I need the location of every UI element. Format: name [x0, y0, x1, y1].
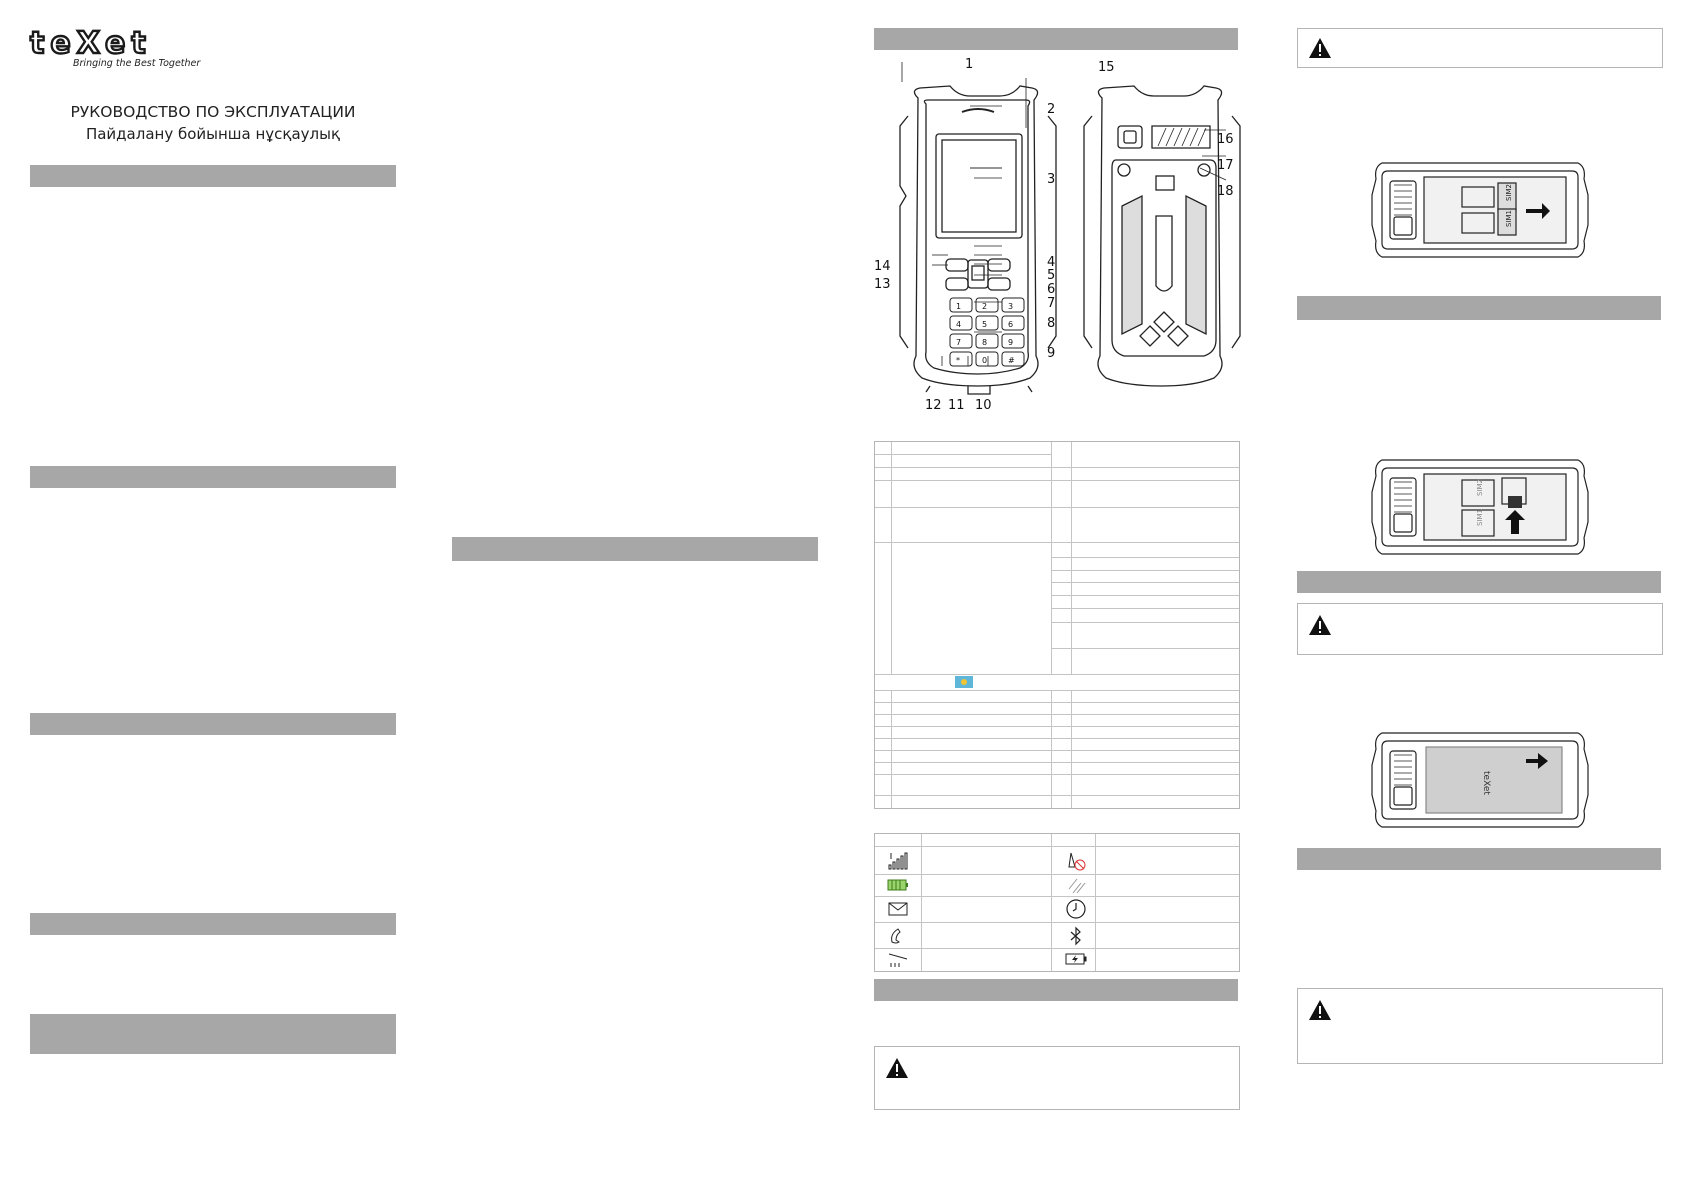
section-bar-11: [1297, 848, 1661, 870]
battery-brand-label: teXet: [1481, 771, 1491, 795]
document-title-kz: Пайдалану бойынша нұсқаулық: [85, 125, 341, 143]
alarm-clock-icon: [1066, 899, 1086, 919]
callout-2: 2: [1047, 102, 1056, 117]
section-bar-7: [874, 28, 1238, 50]
insert-arrow-icon: [1526, 753, 1548, 769]
warning-triangle-icon: [1309, 1000, 1331, 1020]
phone-front: [899, 85, 1057, 395]
no-sound-icon: [1068, 878, 1086, 894]
svg-text:0: 0: [982, 356, 987, 365]
svg-text:#: #: [1008, 356, 1015, 365]
callout-1: 1: [965, 57, 974, 72]
section-bar-5: [30, 1014, 396, 1054]
bluetooth-icon: [1070, 926, 1081, 946]
svg-text:3: 3: [1008, 302, 1013, 311]
battery-icon: [887, 879, 908, 891]
warning-box-4: [1297, 988, 1663, 1064]
memory-card-figure: SIM2 SIM1: [1371, 459, 1589, 555]
texet-logo: teXet: [29, 25, 152, 62]
warning-triangle-icon: [1309, 615, 1331, 635]
callout-12: 12: [925, 398, 942, 413]
callout-7: 7: [1047, 296, 1056, 311]
callout-5: 5: [1047, 268, 1056, 283]
battery-cover-figure: teXet: [1371, 732, 1589, 828]
section-bar-10: [1297, 571, 1661, 593]
sim1-label: SIM1: [1505, 210, 1513, 227]
callout-11: 11: [948, 398, 965, 413]
document-title-ru: РУКОВОДСТВО ПО ЭКСПЛУАТАЦИИ: [70, 103, 356, 121]
sim2-label: SIM2: [1476, 479, 1484, 496]
section-bar-9: [1297, 296, 1661, 320]
svg-text:1: 1: [956, 302, 961, 311]
section-bar-4: [30, 913, 396, 935]
callout-14: 14: [874, 259, 891, 274]
svg-text:*: *: [956, 356, 960, 365]
section-bar-3: [30, 713, 396, 735]
svg-text:9: 9: [1008, 338, 1013, 347]
warning-box-1: [874, 1046, 1240, 1110]
missed-call-icon: [891, 928, 901, 944]
sms-envelope-icon: [888, 902, 908, 916]
svg-text:2: 2: [982, 302, 987, 311]
status-icons-table: [874, 833, 1240, 972]
warning-box-2: [1297, 28, 1663, 68]
callout-16: 16: [1217, 132, 1234, 147]
svg-text:5: 5: [982, 320, 987, 329]
warning-triangle-icon: [1309, 38, 1331, 58]
kz-flag-icon: [955, 676, 973, 688]
callout-10: 10: [975, 398, 992, 413]
signal-icon: [888, 852, 908, 870]
callout-15: 15: [1098, 60, 1115, 75]
insert-arrow-icon: [1505, 510, 1525, 534]
phone-back: [1083, 85, 1241, 387]
callout-leaders: [901, 62, 1227, 366]
svg-text:8: 8: [982, 338, 987, 347]
svg-text:7: 7: [956, 338, 961, 347]
parts-table: [874, 441, 1240, 809]
section-bar-1: [30, 165, 396, 187]
section-bar-2: [30, 466, 396, 488]
roaming-icon: [888, 953, 908, 967]
insert-arrow-icon: [1526, 203, 1550, 219]
callout-4: 4: [1047, 255, 1056, 270]
callout-17: 17: [1217, 158, 1234, 173]
callout-9: 9: [1047, 346, 1056, 361]
sim1-label: SIM1: [1476, 509, 1484, 526]
section-bar-8: [874, 979, 1238, 1001]
charging-icon: [1065, 953, 1087, 965]
sim-slots-figure: SIM2 SIM1: [1371, 162, 1589, 258]
callout-8: 8: [1047, 316, 1056, 331]
svg-text:6: 6: [1008, 320, 1013, 329]
callout-18: 18: [1217, 184, 1234, 199]
sim2-label: SIM2: [1505, 184, 1513, 201]
svg-text:4: 4: [956, 320, 961, 329]
warning-triangle-icon: [886, 1058, 908, 1078]
callout-6: 6: [1047, 282, 1056, 297]
logo-tagline: Bringing the Best Together: [73, 58, 201, 69]
callout-13: 13: [874, 277, 891, 292]
warning-box-3: [1297, 603, 1663, 655]
section-bar-6: [452, 537, 818, 561]
callout-3: 3: [1047, 172, 1056, 187]
silent-mode-icon: [1068, 852, 1086, 871]
